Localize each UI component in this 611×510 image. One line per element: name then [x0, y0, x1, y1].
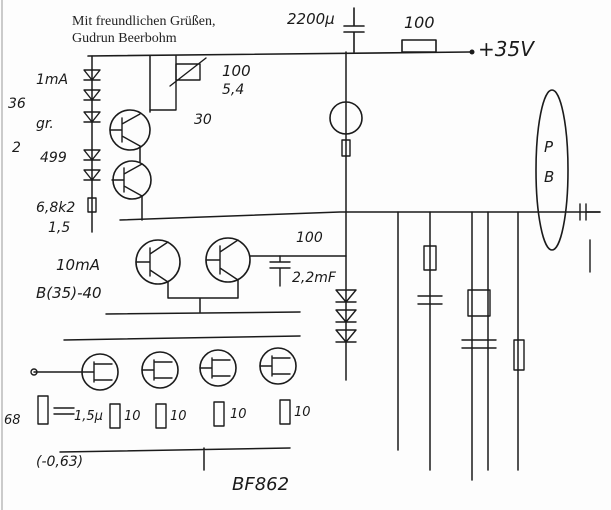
mid-bus — [119, 211, 601, 221]
jfet-2-legs — [141, 359, 173, 381]
lower-gate-bus — [63, 335, 301, 341]
capacitor-2200u — [343, 7, 365, 53]
diode-r2 — [335, 309, 357, 323]
label-68: 68 — [4, 413, 21, 428]
diode-4 — [83, 149, 101, 161]
diode-3 — [83, 111, 101, 123]
label-gr: gr. — [36, 116, 54, 132]
label-30: 30 — [194, 112, 212, 128]
cap-2200u-label: 2200μ — [287, 10, 335, 28]
ground-bus — [59, 447, 291, 471]
res-10-d-label: 10 — [294, 405, 311, 420]
label-b-35-40: B(35)-40 — [36, 284, 102, 302]
res-10-a-label: 10 — [124, 409, 141, 424]
label-B: B — [544, 168, 554, 186]
label-6-8k: 6,8k2 — [36, 200, 75, 216]
res-10-b-label: 10 — [170, 409, 187, 424]
res-100-mid-label: 100 — [296, 230, 323, 246]
transistor-q2-legs — [111, 163, 143, 197]
upper-transistor-wires — [139, 55, 151, 221]
lower-drain-bus — [105, 311, 301, 315]
cap-2-2mF-label: 2,2mF — [292, 270, 337, 286]
supply-terminal — [469, 49, 475, 55]
capacitor-1-5u — [53, 407, 75, 415]
resistor-src-4 — [279, 399, 291, 425]
jfet-3-legs — [199, 357, 231, 379]
resistor-100-top — [401, 39, 437, 53]
resistor-right-mid — [423, 245, 437, 271]
diode-r1 — [335, 289, 357, 303]
label-1mA: 1mA — [36, 72, 68, 88]
capacitor-2-2mF — [269, 255, 291, 287]
resistor-6-8k — [87, 197, 97, 213]
right-wire-3 — [471, 211, 489, 481]
input-terminal — [30, 368, 38, 376]
label-499: 499 — [40, 150, 67, 166]
resistor-src-1 — [109, 403, 121, 429]
resistor-right-upper — [341, 139, 351, 157]
trimcap-right — [467, 289, 491, 317]
res-100-upper-label: 100 — [222, 62, 251, 80]
label-2: 2 — [12, 140, 21, 156]
res-10-c-label: 10 — [230, 407, 247, 422]
transistor-q3-legs — [135, 241, 169, 283]
resistor-src-2 — [155, 403, 167, 429]
label-063: (-0,63) — [36, 454, 83, 470]
label-10mA: 10mA — [56, 256, 100, 274]
greeting-line-1: Mit freundlichen Grüßen, — [72, 14, 215, 29]
greeting-line-2: Gudrun Beerbohm — [72, 31, 177, 46]
res-100-top-label: 100 — [404, 13, 435, 32]
resistor-68 — [37, 395, 49, 425]
trimmer-wire — [149, 55, 177, 111]
supply-voltage-label: +35V — [478, 37, 535, 61]
jfet-1-legs — [81, 361, 113, 383]
cap-1-5u-label: 1,5μ — [74, 409, 103, 424]
jfet-4-legs — [259, 355, 291, 377]
resistor-right-low — [513, 339, 525, 371]
diode-2 — [83, 89, 101, 101]
speaker-oval — [535, 89, 569, 251]
res-5-4-label: 5,4 — [222, 82, 244, 98]
transistor-q4-legs — [205, 239, 239, 281]
resistor-src-3 — [213, 401, 225, 427]
capacitor-right — [461, 339, 497, 349]
diode-r3 — [335, 329, 357, 343]
label-bf862: BF862 — [232, 474, 289, 495]
diode-5 — [83, 169, 101, 181]
capacitor-right-mid — [417, 295, 443, 305]
diode-1 — [83, 69, 101, 81]
label-P: P — [544, 138, 554, 156]
label-1-5: 1,5 — [48, 220, 70, 236]
transistor-q5 — [329, 101, 363, 135]
transistor-q1-legs — [109, 113, 141, 147]
label-36: 36 — [8, 96, 26, 112]
output-cap — [579, 203, 601, 273]
middle-pair-wires — [167, 279, 239, 313]
